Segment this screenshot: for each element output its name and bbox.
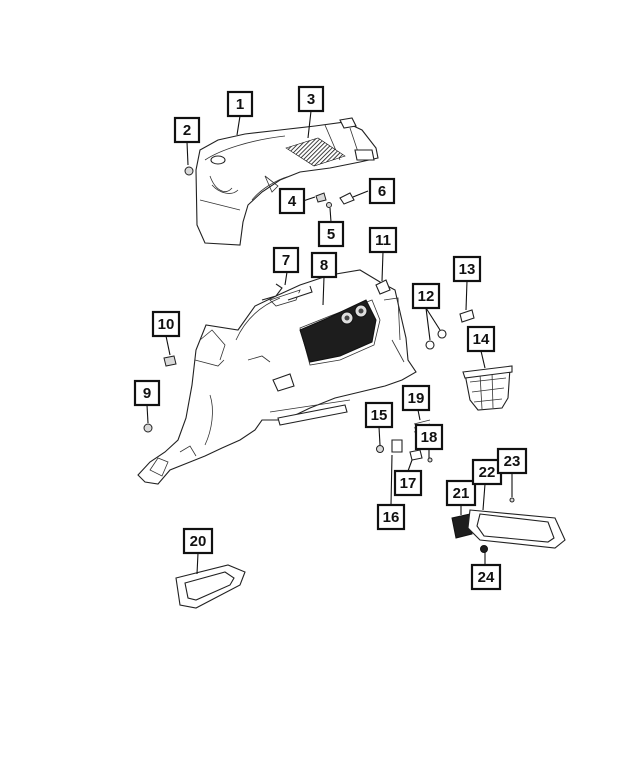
- part-16-hook: [391, 439, 403, 453]
- svg-text:22: 22: [479, 464, 496, 481]
- callout-1: 1: [226, 90, 254, 118]
- svg-text:11: 11: [375, 232, 391, 249]
- callout-23: 23: [496, 447, 528, 475]
- callout-2: 2: [173, 116, 201, 144]
- svg-text:8: 8: [320, 257, 328, 274]
- callout-5: 5: [317, 220, 345, 248]
- callout-9: 9: [133, 379, 161, 407]
- callout-7: 7: [272, 246, 300, 274]
- part-13-cap: [459, 309, 475, 323]
- callout-14: 14: [466, 325, 496, 353]
- svg-text:19: 19: [408, 390, 425, 407]
- svg-text:12: 12: [418, 288, 435, 305]
- part-23-screw: [509, 497, 515, 503]
- callout-15: 15: [364, 401, 394, 429]
- part-24-plug: [480, 545, 488, 553]
- callout-3: 3: [297, 85, 325, 113]
- svg-text:9: 9: [143, 385, 151, 402]
- svg-text:23: 23: [504, 453, 521, 470]
- callout-4: 4: [278, 187, 306, 215]
- leader-lines: [146, 110, 513, 575]
- svg-text:5: 5: [327, 226, 335, 243]
- svg-text:15: 15: [371, 407, 388, 424]
- svg-text:21: 21: [453, 485, 470, 502]
- callout-24: 24: [470, 563, 502, 591]
- svg-text:14: 14: [473, 331, 490, 348]
- part-4-clip: [315, 192, 327, 203]
- callout-11: 11: [368, 226, 398, 254]
- part-10-clip: [163, 355, 177, 367]
- part-3-hatched-pad: [285, 137, 346, 167]
- part-21-switch: [451, 513, 473, 539]
- callout-21: 21: [445, 479, 477, 507]
- callout-18: 18: [414, 423, 444, 451]
- callout-16: 16: [376, 503, 406, 531]
- svg-text:1: 1: [236, 96, 244, 113]
- part-2-push-pin: [184, 166, 194, 176]
- svg-text:13: 13: [459, 261, 476, 278]
- part-6-cap: [339, 192, 355, 205]
- callout-6: 6: [368, 177, 396, 205]
- callout-8: 8: [310, 251, 338, 279]
- svg-text:20: 20: [190, 533, 207, 550]
- callout-22: 22: [471, 458, 503, 486]
- svg-text:3: 3: [307, 91, 315, 108]
- part-14-storage-bin: [462, 365, 513, 411]
- svg-text:6: 6: [378, 183, 386, 200]
- svg-text:10: 10: [158, 316, 175, 333]
- upper-quarter-trim-panel: [195, 117, 379, 246]
- svg-text:2: 2: [183, 122, 191, 139]
- svg-text:18: 18: [421, 429, 438, 446]
- part-20-bezel: [175, 564, 246, 609]
- part-12-plugs: [425, 329, 447, 350]
- svg-text:17: 17: [400, 475, 417, 492]
- part-22-large-bezel: [467, 509, 566, 549]
- part-15-clip: [376, 445, 384, 453]
- callout-20: 20: [182, 527, 214, 555]
- svg-text:24: 24: [478, 569, 495, 586]
- callout-19: 19: [401, 384, 431, 412]
- svg-text:16: 16: [383, 509, 400, 526]
- part-11-bumper: [375, 279, 391, 295]
- part-5-fastener: [326, 202, 332, 208]
- svg-text:4: 4: [288, 193, 297, 210]
- callout-10: 10: [151, 310, 181, 338]
- lower-quarter-trim-panel: [137, 269, 417, 485]
- part-18-fastener: [427, 457, 433, 463]
- callout-13: 13: [452, 255, 482, 283]
- part-8-dark-insulator: [299, 299, 377, 363]
- svg-text:7: 7: [282, 252, 290, 269]
- part-9-push-pin: [143, 423, 153, 433]
- callout-12: 12: [411, 282, 441, 310]
- part-17-bracket: [409, 449, 423, 461]
- callout-17: 17: [393, 469, 423, 497]
